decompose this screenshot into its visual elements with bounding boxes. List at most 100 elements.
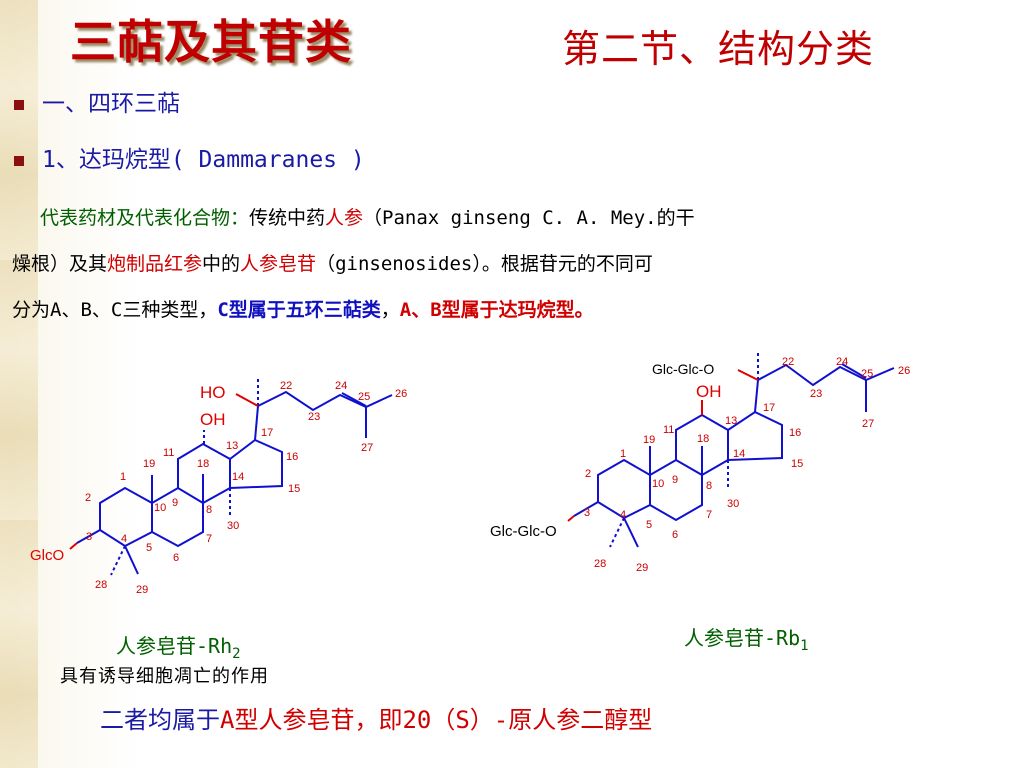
- glc-glc-o-bond: [567, 515, 575, 522]
- bullet-text: 一、四环三萜: [42, 91, 180, 117]
- atom-number: 23: [308, 411, 320, 423]
- structure-rb1: [573, 352, 895, 548]
- para-text: 中的: [202, 253, 241, 275]
- atom-number: 16: [789, 427, 801, 439]
- atom-number: 18: [197, 458, 209, 470]
- oh-label: OH: [200, 410, 226, 429]
- atom-number: 8: [206, 504, 212, 516]
- atom-number: 16: [286, 451, 298, 463]
- section-title: 第二节、结构分类: [562, 27, 875, 71]
- para-text: ，: [380, 299, 400, 321]
- atom-number: 15: [288, 483, 300, 495]
- atom-number: 24: [836, 356, 848, 368]
- para-label: 代表药材及代表化合物：: [40, 207, 250, 229]
- atom-number: 23: [810, 388, 822, 400]
- atom-number: 19: [643, 434, 655, 446]
- atom-number: 28: [594, 558, 606, 570]
- bullet-square-icon: [14, 99, 24, 110]
- conclusion: 二者均属于A型人参皂苷，即20（S）-原人参二醇型: [100, 700, 652, 735]
- atom-number: 1: [620, 448, 626, 460]
- atom-number: 11: [663, 424, 674, 436]
- atom-number: 29: [136, 584, 148, 596]
- ho-bond: [235, 393, 259, 407]
- bullet-item-tetracyclic: 一、四环三萜: [14, 84, 180, 118]
- atom-number: 29: [636, 562, 648, 574]
- para-highlight-ginsenosides: 人参皂苷: [240, 253, 317, 275]
- para-text: （ginsenosides）。根据苷元的不同可: [316, 253, 653, 275]
- atom-number: 28: [95, 579, 107, 591]
- atom-number: 9: [172, 497, 178, 509]
- para-highlight-type-ab: A、B型属于达玛烷型。: [399, 299, 594, 321]
- atom-number: 30: [227, 520, 239, 532]
- atom-number: 14: [232, 471, 244, 483]
- atom-number: 18: [697, 433, 709, 445]
- atom-number: 17: [763, 402, 775, 414]
- atom-number: 6: [672, 529, 678, 541]
- para-text: （Panax ginseng C. A. Mey.的干: [363, 207, 695, 229]
- atom-number: 15: [791, 458, 803, 470]
- conclusion-prefix: 二者均属于: [100, 706, 220, 734]
- atom-number: 1: [120, 471, 126, 483]
- atom-number: 3: [86, 531, 92, 543]
- glc-glc-o-label: Glc-Glc-O: [490, 523, 557, 540]
- caption-subscript: 2: [232, 646, 241, 662]
- o-glc-bond: [737, 369, 759, 381]
- ho-label: HO: [200, 383, 226, 402]
- caption-text: 人参皂苷-Rh: [116, 634, 233, 658]
- structure-rh2: [76, 378, 393, 576]
- glco-bond: [69, 542, 78, 550]
- atom-number: 2: [585, 468, 591, 480]
- atom-number: 26: [395, 388, 407, 400]
- atom-number: 26: [898, 365, 910, 377]
- atom-number: 7: [706, 509, 712, 521]
- atom-number: 10: [652, 478, 664, 490]
- atom-number: 10: [154, 502, 166, 514]
- para-highlight-ginseng: 人参: [325, 207, 364, 229]
- atom-number: 5: [646, 519, 652, 531]
- oh-label: OH: [696, 382, 722, 401]
- atom-number: 17: [261, 427, 273, 439]
- atom-number: 4: [121, 533, 127, 545]
- atom-number: 11: [163, 447, 174, 459]
- bullet-text: 1、达玛烷型( Dammaranes ): [42, 147, 365, 173]
- atom-number: 25: [358, 391, 370, 403]
- glc-glc-o-top-label: Glc-Glc-O: [652, 361, 714, 377]
- atom-number: 9: [672, 474, 678, 486]
- caption-rb1: 人参皂苷-Rb1: [684, 622, 809, 654]
- glco-label: GlcO: [30, 547, 64, 564]
- atom-number: 25: [861, 368, 873, 380]
- apoptosis-note: 具有诱导细胞凋亡的作用: [60, 666, 269, 687]
- atom-number: 4: [620, 509, 626, 521]
- atom-number: 8: [706, 480, 712, 492]
- caption-text: 人参皂苷-Rb: [684, 626, 801, 650]
- bullet-square-icon: [14, 155, 24, 166]
- atom-number: 3: [584, 507, 590, 519]
- caption-rh2: 人参皂苷-Rh2: [116, 630, 241, 662]
- atom-number: 27: [361, 442, 373, 454]
- para-text: 传统中药: [249, 207, 326, 229]
- atom-number: 19: [143, 458, 155, 470]
- atom-number: 6: [173, 552, 179, 564]
- atom-number: 24: [335, 380, 347, 392]
- para-text: 燥根）及其: [12, 253, 108, 275]
- atom-number: 30: [727, 498, 739, 510]
- para-text: 分为A、B、C三种类型，: [12, 299, 218, 321]
- atom-number: 22: [280, 380, 292, 392]
- para-highlight-type-c: C型属于五环三萜类: [217, 299, 381, 321]
- slide-title: 三萜及其苷类: [70, 15, 352, 69]
- atom-number: 5: [146, 542, 152, 554]
- atom-number: 2: [85, 492, 91, 504]
- caption-subscript: 1: [800, 638, 809, 654]
- atom-number: 7: [206, 533, 212, 545]
- atom-number: 14: [733, 448, 745, 460]
- bullet-item-dammaranes: 1、达玛烷型( Dammaranes ): [14, 140, 365, 174]
- conclusion-highlight: A型人参皂苷，即20（S）-原人参二醇型: [220, 706, 653, 734]
- description-paragraph: 代表药材及代表化合物：传统中药人参（Panax ginseng C. A. Me…: [12, 195, 972, 333]
- atom-number: 13: [226, 440, 238, 452]
- para-highlight-red-ginseng: 炮制品红参: [107, 253, 203, 275]
- atom-number: 22: [782, 356, 794, 368]
- atom-number: 13: [725, 415, 737, 427]
- decorative-side-stripe: [0, 0, 38, 768]
- atom-number: 27: [862, 418, 874, 430]
